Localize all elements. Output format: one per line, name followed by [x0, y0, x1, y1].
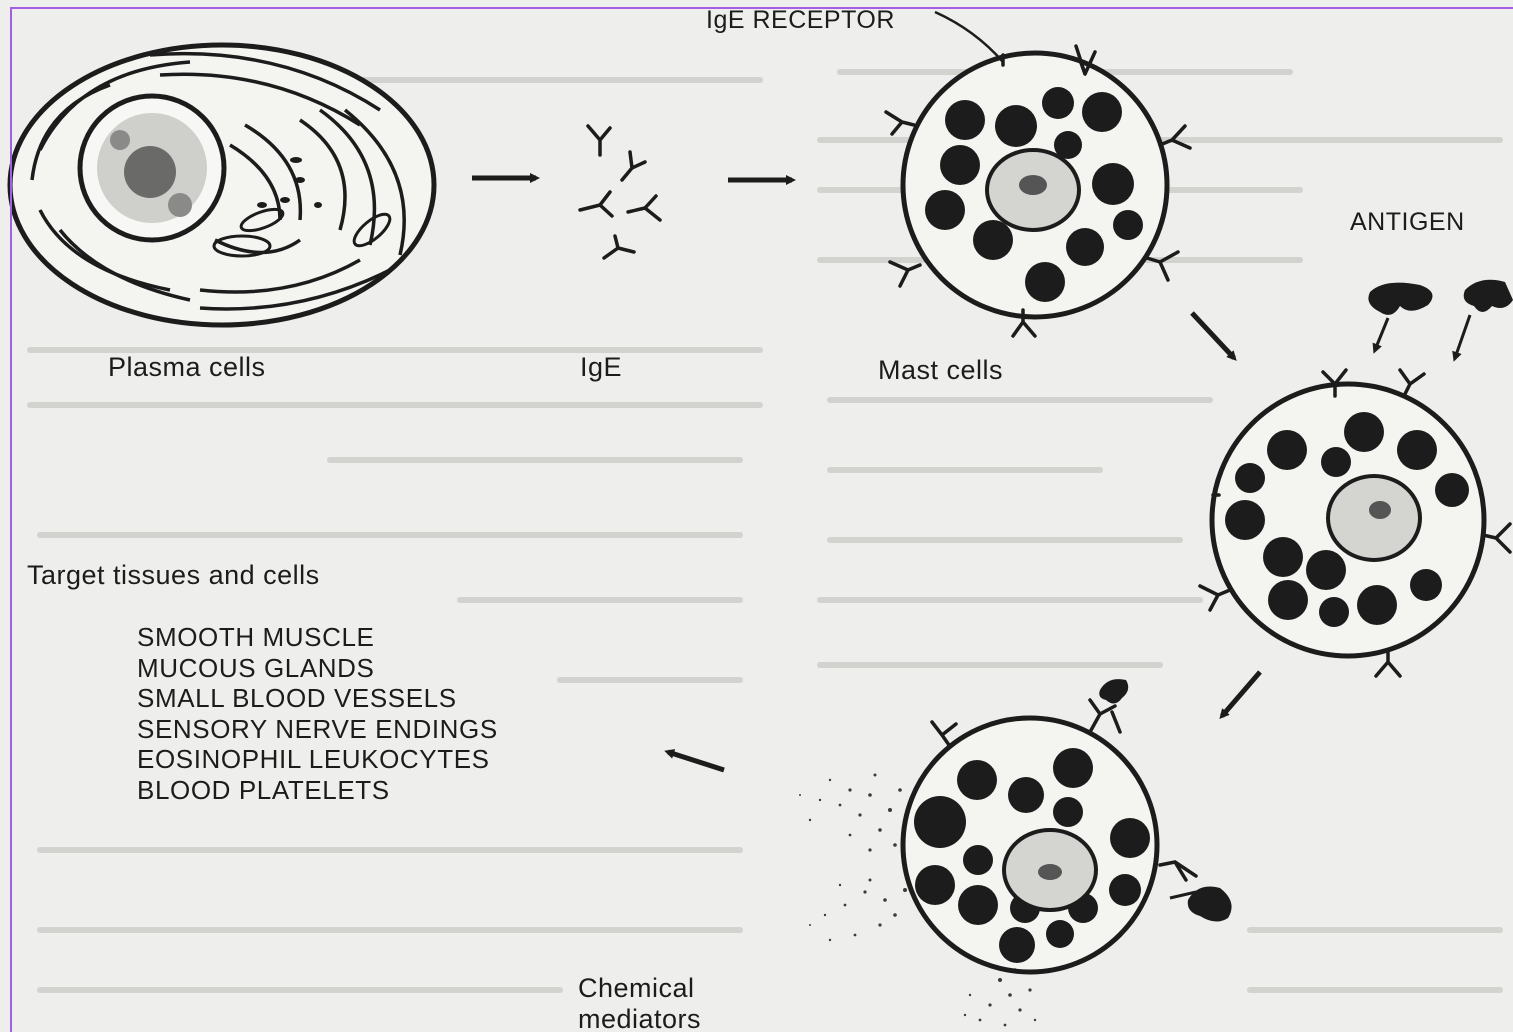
target-tissue-list: SMOOTH MUSCLE MUCOUS GLANDS SMALL BLOOD …	[137, 622, 498, 805]
list-item: SMALL BLOOD VESSELS	[137, 683, 498, 714]
arrow-antigen-2	[1455, 315, 1470, 358]
list-item: EOSINOPHIL LEUKOCYTES	[137, 744, 498, 775]
label-mast-cells: Mast cells	[878, 355, 1003, 386]
list-item: SMOOTH MUSCLE	[137, 622, 498, 653]
list-item: MUCOUS GLANDS	[137, 653, 498, 684]
antigens	[1368, 280, 1513, 315]
plasma-cell	[10, 45, 434, 325]
arrow-mediators-to-targets	[668, 752, 724, 770]
arrow-sensitized-to-degranulating	[1222, 672, 1260, 716]
label-plasma-cells: Plasma cells	[108, 352, 266, 383]
mast-cell-middle	[1200, 370, 1510, 676]
arrow-antigen-1	[1375, 318, 1388, 350]
label-ige-receptor: IgE RECEPTOR	[706, 6, 895, 35]
mast-cell-top	[886, 12, 1190, 336]
label-mediators: mediators	[578, 1004, 701, 1032]
label-ige: IgE	[580, 352, 622, 383]
label-chemical: Chemical	[578, 973, 695, 1004]
arrow-mast-to-sensitized	[1192, 313, 1234, 358]
mast-cell-bottom	[799, 679, 1232, 1026]
label-target-tissues: Target tissues and cells	[27, 560, 320, 591]
list-item: BLOOD PLATELETS	[137, 775, 498, 806]
label-antigen: ANTIGEN	[1350, 208, 1465, 237]
list-item: SENSORY NERVE ENDINGS	[137, 714, 498, 745]
ige-antibodies	[580, 126, 660, 258]
